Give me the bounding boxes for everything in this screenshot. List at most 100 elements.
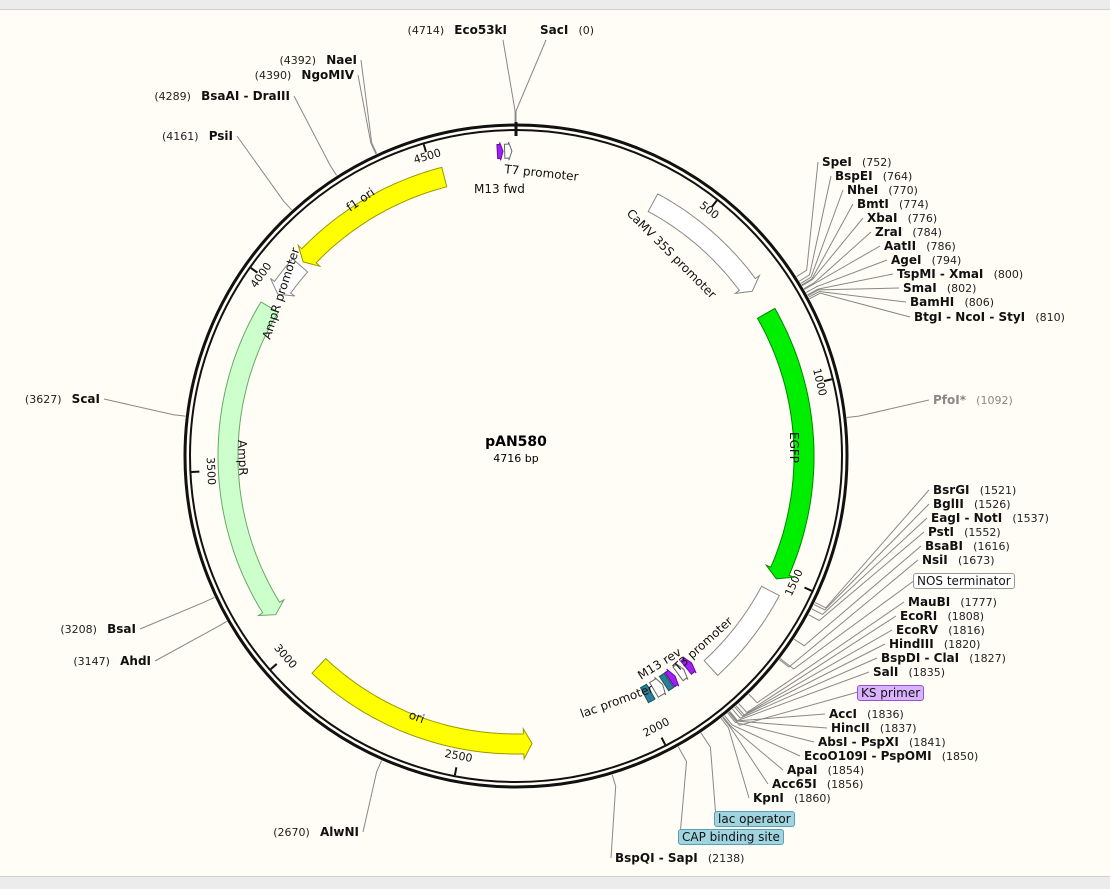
feature-label-m13-fwd[interactable]: M13 fwd [474,182,525,196]
site-label[interactable]: AccI (1836) [829,703,904,722]
site-position: (806) [964,296,994,309]
site-name: HindIII [889,637,934,651]
tick-mark [804,587,811,590]
site-name: BspQI - SapI [615,851,698,865]
site-label[interactable]: (2670) AlwNI [273,821,359,840]
site-name: BamHI [910,295,954,309]
site-name: BspEI [835,169,873,183]
site-position: (800) [994,268,1024,281]
site-position: (1856) [827,778,864,791]
site-name: AatII [884,239,916,253]
feature-label-ampr-promoter[interactable]: AmpR promoter [260,246,303,341]
feature-ampr[interactable] [218,302,284,616]
site-position: (1827) [969,652,1006,665]
site-leader-line [797,162,818,277]
site-name: PsiI [209,129,233,143]
plasmid-name: pAN580 [416,434,616,450]
tick-mark [455,767,457,775]
site-name: AccI [829,707,857,721]
site-label[interactable]: (3208) BsaI [60,618,136,637]
site-leader-line [361,60,377,154]
site-name: AhdI [120,654,151,668]
site-name: NgoMIV [301,68,354,82]
tick-label: 3500 [204,457,218,486]
site-name: SalI [873,665,898,679]
site-position: (2670) [273,826,310,839]
site-label[interactable]: SacI (0) [540,19,594,38]
site-leader-line [140,597,214,629]
site-position: (2138) [708,852,745,865]
site-name: ScaI [72,392,100,406]
site-name: BsaAI - DraIII [201,89,290,103]
site-name: BmtI [857,197,889,211]
site-position: (1616) [973,540,1010,553]
site-leader-line [804,246,880,290]
tick-label: 2000 [641,715,672,739]
site-name: AlwNI [320,825,359,839]
site-label[interactable]: (4714) Eco53kI [408,19,507,38]
site-leader-line [503,40,515,123]
site-position: (1854) [828,764,865,777]
site-name: AgeI [891,253,921,267]
site-label[interactable]: (3147) AhdI [73,650,151,669]
feature-egfp[interactable] [758,308,815,579]
site-label[interactable]: BsrGI (1521) [933,479,1016,498]
cap-binding-site-label[interactable]: CAP binding site [678,829,784,845]
site-leader-line [237,136,292,210]
feature-label-egfp[interactable]: EGFP [787,432,801,463]
site-leader-line [363,761,382,832]
site-label[interactable]: BspQI - SapI (2138) [615,847,744,866]
tick-mark [662,738,666,745]
site-position: (794) [932,254,962,267]
site-position: (1537) [1012,512,1049,525]
site-position: (1777) [960,596,997,609]
site-position: (1850) [942,750,979,763]
site-position: (1092) [976,394,1013,407]
feature-label-lac-promoter[interactable]: lac promoter [578,681,655,720]
site-name: BtgI - NcoI - StyI [914,310,1025,324]
site-name: NheI [847,183,878,197]
site-name: HincII [831,721,870,735]
feature-leader-line [701,733,716,818]
site-position: (3627) [25,393,62,406]
site-leader-line [728,713,814,742]
feature-leader-line [678,747,686,836]
site-position: (1860) [794,792,831,805]
site-label[interactable]: (4161) PsiI [162,125,233,144]
feature-f1-ori[interactable] [298,167,447,266]
tick-label: 1000 [810,367,829,397]
site-position: (4289) [154,90,191,103]
tick-mark [271,664,277,669]
site-label[interactable]: (3627) ScaI [25,388,100,407]
site-label[interactable]: MauBI (1777) [908,591,997,610]
site-name: EcoRV [896,623,939,637]
tick-label: 4500 [412,146,443,166]
site-name: SpeI [822,155,852,169]
site-leader-line [155,621,227,661]
feature-label-t7[interactable]: T7 promoter [503,162,580,184]
site-position: (1521) [980,484,1017,497]
site-name: NaeI [326,53,357,67]
site-name: EcoRI [900,609,937,623]
features [218,142,814,759]
feature-t7-promoter[interactable] [504,142,512,160]
nos-terminator-label[interactable]: NOS terminator [913,573,1015,589]
site-position: (1835) [909,666,946,679]
feature-label-ampr[interactable]: AmpR [235,440,250,476]
site-position: (0) [579,24,595,37]
site-label[interactable]: (4289) BsaAI - DraIII [154,85,290,104]
site-name: KpnI [753,791,784,805]
ks-primer-label[interactable]: KS primer [857,685,924,701]
lac-operator-label[interactable]: lac operator [714,811,795,827]
site-name: AbsI - PspXI [818,735,899,749]
site-name: XbaI [867,211,897,225]
feature-ori[interactable] [312,659,532,759]
site-label[interactable]: PfoI* (1092) [933,389,1013,408]
site-name: BspDI - ClaI [881,651,959,665]
site-leader-line [294,96,337,175]
site-leader-line [815,490,929,608]
feature-m13-fwd[interactable] [497,142,503,160]
site-position: (4714) [408,24,445,37]
site-name: BglII [933,497,964,511]
site-leader-line [847,400,929,417]
